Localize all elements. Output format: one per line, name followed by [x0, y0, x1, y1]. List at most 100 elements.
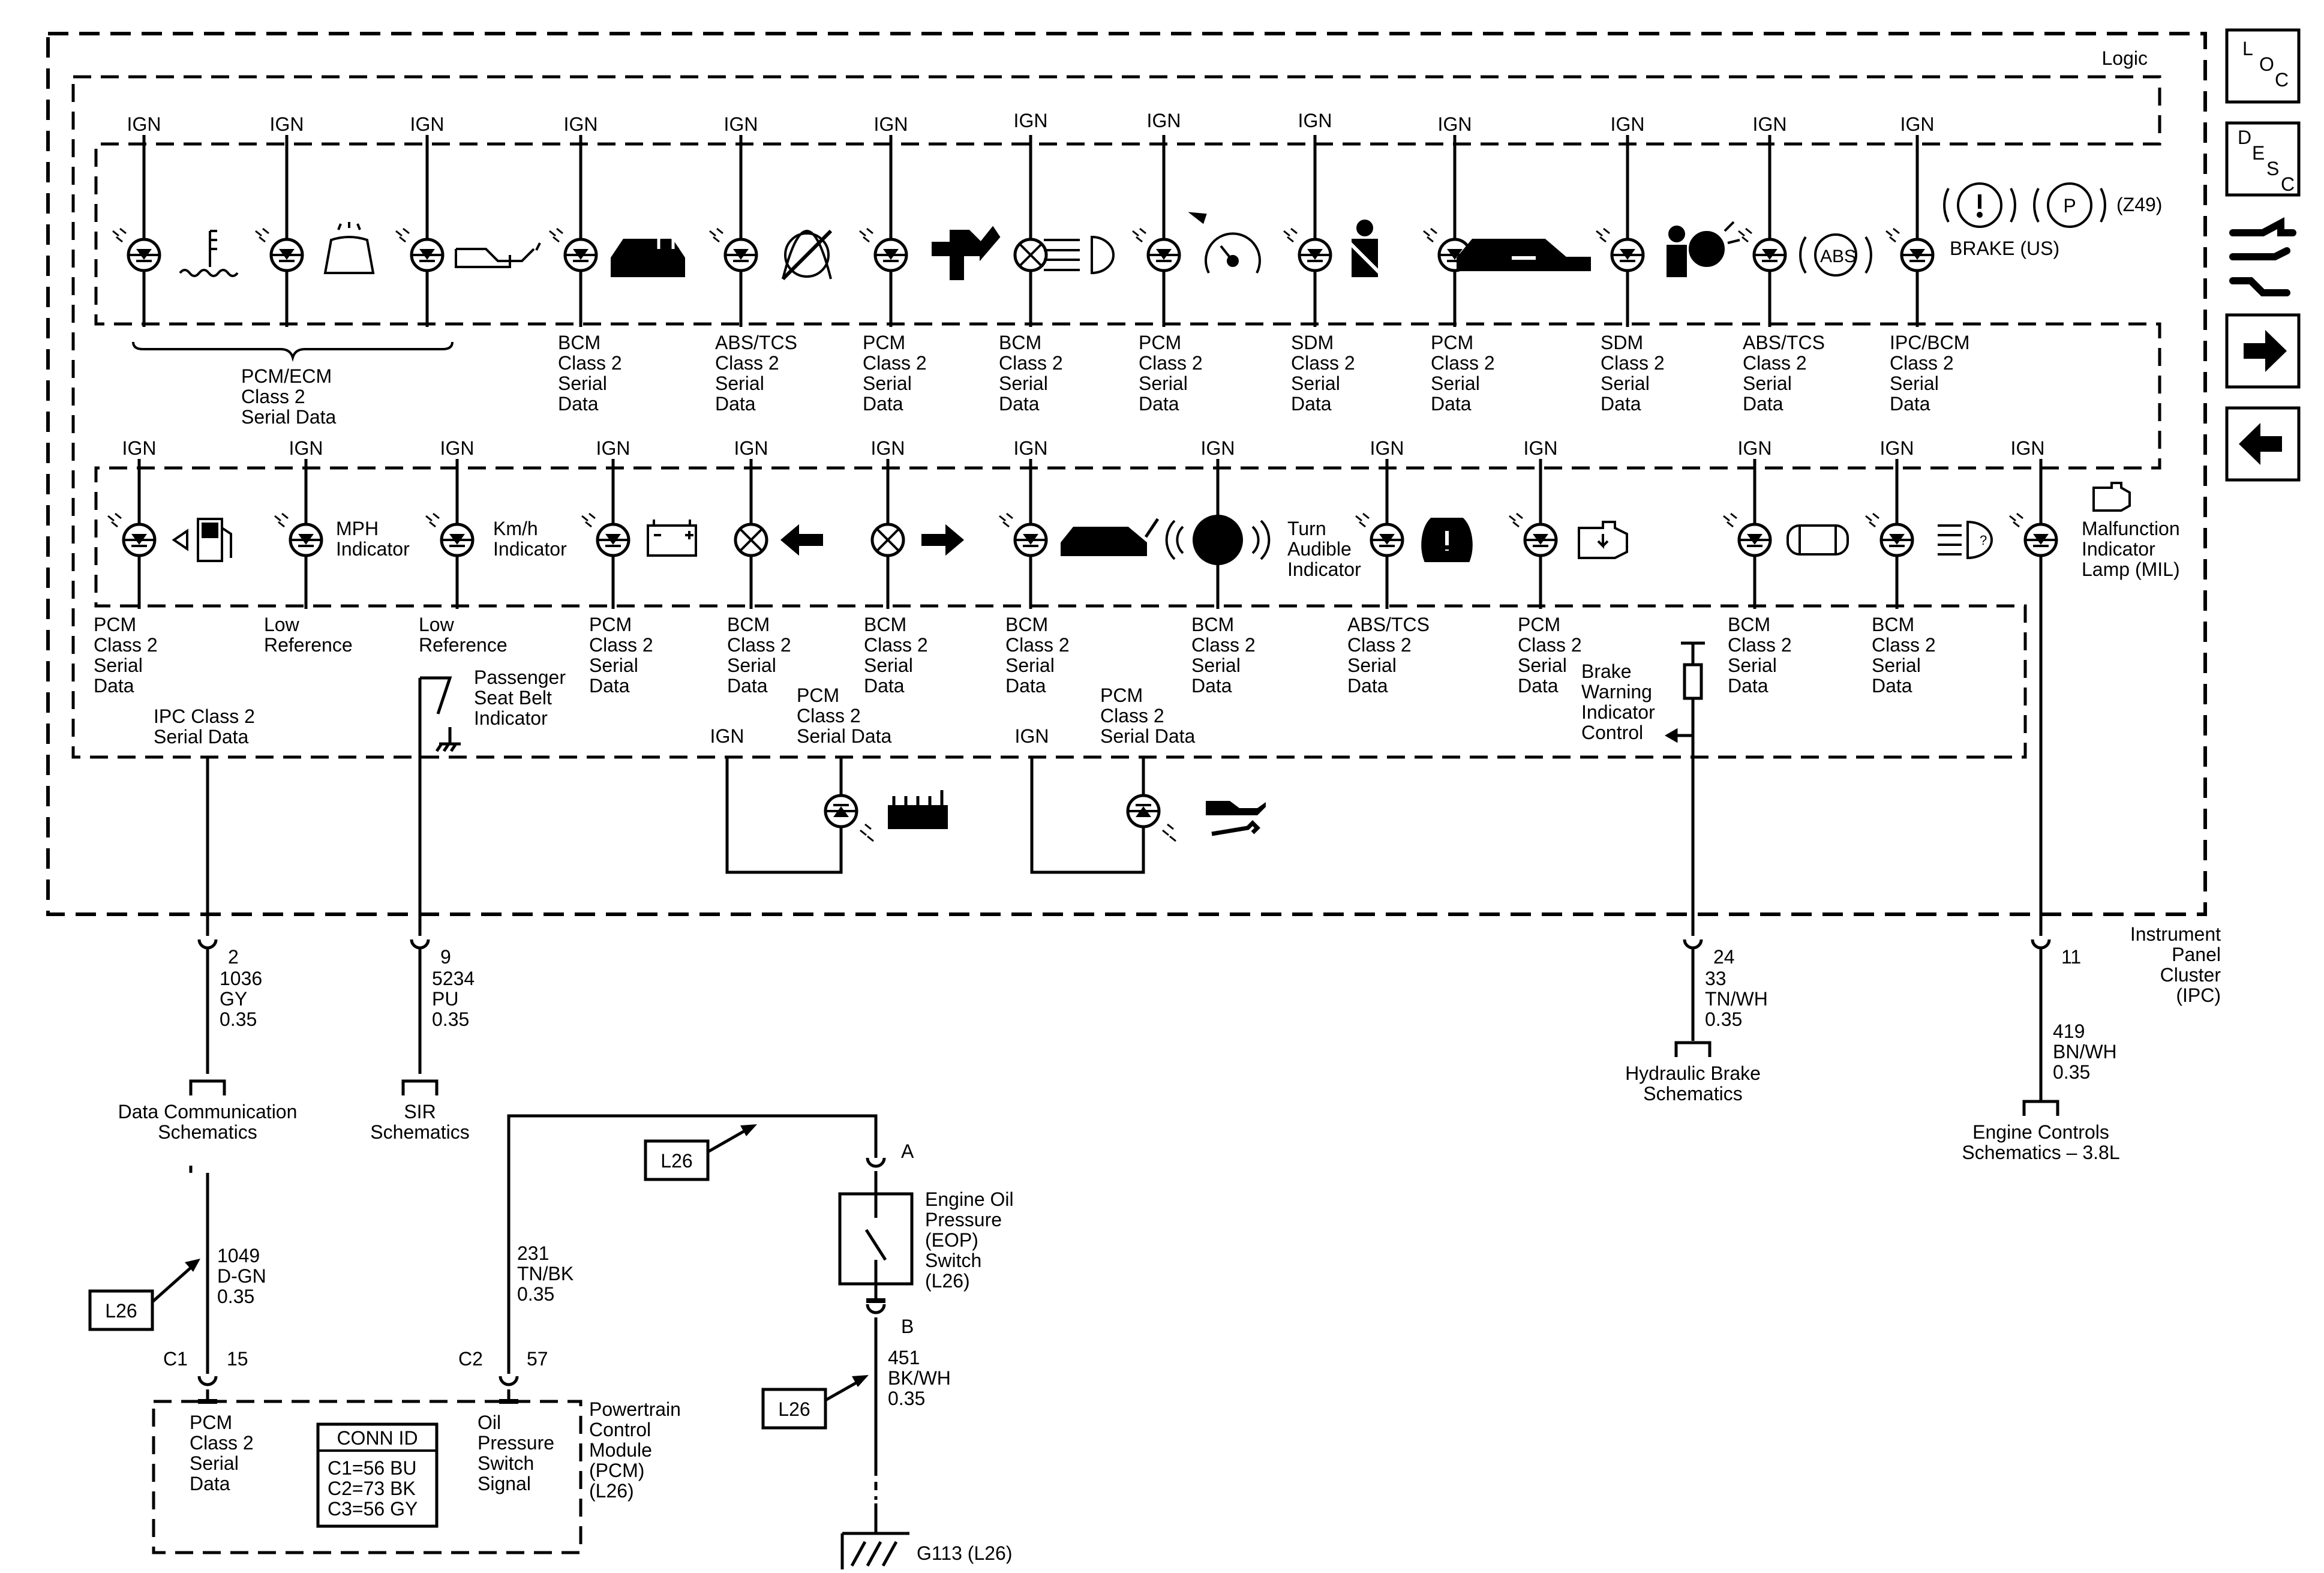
ign-label: IGN [724, 113, 758, 135]
check-engine-led [1509, 514, 1556, 556]
seatbelt-icon [1345, 220, 1385, 278]
turn-audible-chime [1193, 515, 1243, 565]
row1-ign-lines [142, 135, 1919, 327]
right-arrow-icon [921, 524, 965, 556]
battery-icon [647, 520, 697, 557]
tcs-off-led [710, 229, 756, 271]
seatbelt-led [1284, 229, 1331, 271]
ipc-pin-connectors [199, 939, 2049, 948]
fog-lamp-icon: ? [1938, 520, 1993, 560]
c2-label: C2 [458, 1348, 483, 1370]
ign-label: IGN [1014, 110, 1048, 131]
coolant-temp-led [113, 229, 160, 271]
ign-label: IGN [1900, 113, 1935, 135]
reduced-power-icon [932, 226, 1001, 280]
fuel-pump-icon [172, 518, 232, 562]
conn-id-row: C2=73 BK [328, 1478, 416, 1499]
brake-warning-icon [1943, 182, 2016, 228]
conn-id-header: CONN ID [337, 1427, 418, 1449]
row1-symbols [179, 182, 2106, 281]
l26-label: L26 [660, 1150, 692, 1172]
ign-label: IGN [1298, 110, 1332, 131]
mil-engine-icon [2092, 482, 2131, 512]
brake-led [1886, 229, 1933, 271]
conn-id-row: C1=56 BU [328, 1457, 417, 1479]
next-arrow-icon[interactable] [2225, 313, 2301, 389]
prev-arrow-icon[interactable] [2225, 406, 2301, 482]
pin-11-connector [2032, 939, 2049, 948]
coolant-level-icon [888, 790, 948, 829]
tire-pressure-icon [1421, 518, 1473, 562]
engine-icon [1578, 521, 1628, 559]
high-beam-icon [1044, 235, 1115, 275]
passenger-seatbelt-switch [420, 676, 461, 752]
abs-badge: ABS [1820, 247, 1856, 266]
l26-label: L26 [105, 1300, 137, 1322]
pin-9-connector [412, 939, 428, 948]
eop-pin-b-label: B [901, 1316, 914, 1337]
windshield-washer-icon [323, 222, 375, 274]
ign-label: IGN [1738, 437, 1772, 459]
oil-can-icon [455, 242, 541, 268]
row1-indicators [113, 229, 1933, 271]
abs-led [1739, 229, 1785, 271]
ign-label: IGN [871, 437, 905, 459]
door-ajar-led [999, 514, 1046, 556]
tire-pressure-led [1356, 514, 1403, 556]
row1-ign-labels: IGN IGN IGN IGN IGN IGN IGN IGN IGN IGN … [127, 110, 1935, 135]
loc-letter: C [2275, 69, 2289, 91]
ign-label: IGN [440, 437, 475, 459]
low-fuel-car-led [1724, 514, 1770, 556]
loc-tab[interactable]: L O C [2225, 28, 2301, 104]
connector-view-icon[interactable] [2226, 217, 2300, 296]
logic-label: Logic [2102, 47, 2148, 69]
row2-ign-labels: IGN IGN IGN IGN IGN IGN IGN IGN IGN IGN … [122, 437, 2045, 459]
cruise-control-icon [1188, 212, 1261, 274]
abs-icon [1799, 233, 1872, 277]
eop-pin-b-connector [867, 1304, 884, 1313]
mil-led [2010, 514, 2056, 556]
headlamp-led [1866, 514, 1912, 556]
park-brake-icon [2033, 182, 2106, 228]
c2-pin57-connector [500, 1376, 517, 1385]
kmh-led [426, 514, 473, 556]
airbag-icon [1667, 221, 1740, 277]
pcm-module-box [152, 1400, 582, 1554]
charge-led [582, 514, 629, 556]
desc-tab[interactable]: D E S C [2225, 121, 2301, 197]
wire-231 [507, 1114, 878, 1374]
eop-switch [838, 1171, 914, 1303]
ign-label: IGN [1438, 113, 1472, 135]
ign-label: IGN [1014, 437, 1048, 459]
ground-g113 [840, 1532, 909, 1569]
